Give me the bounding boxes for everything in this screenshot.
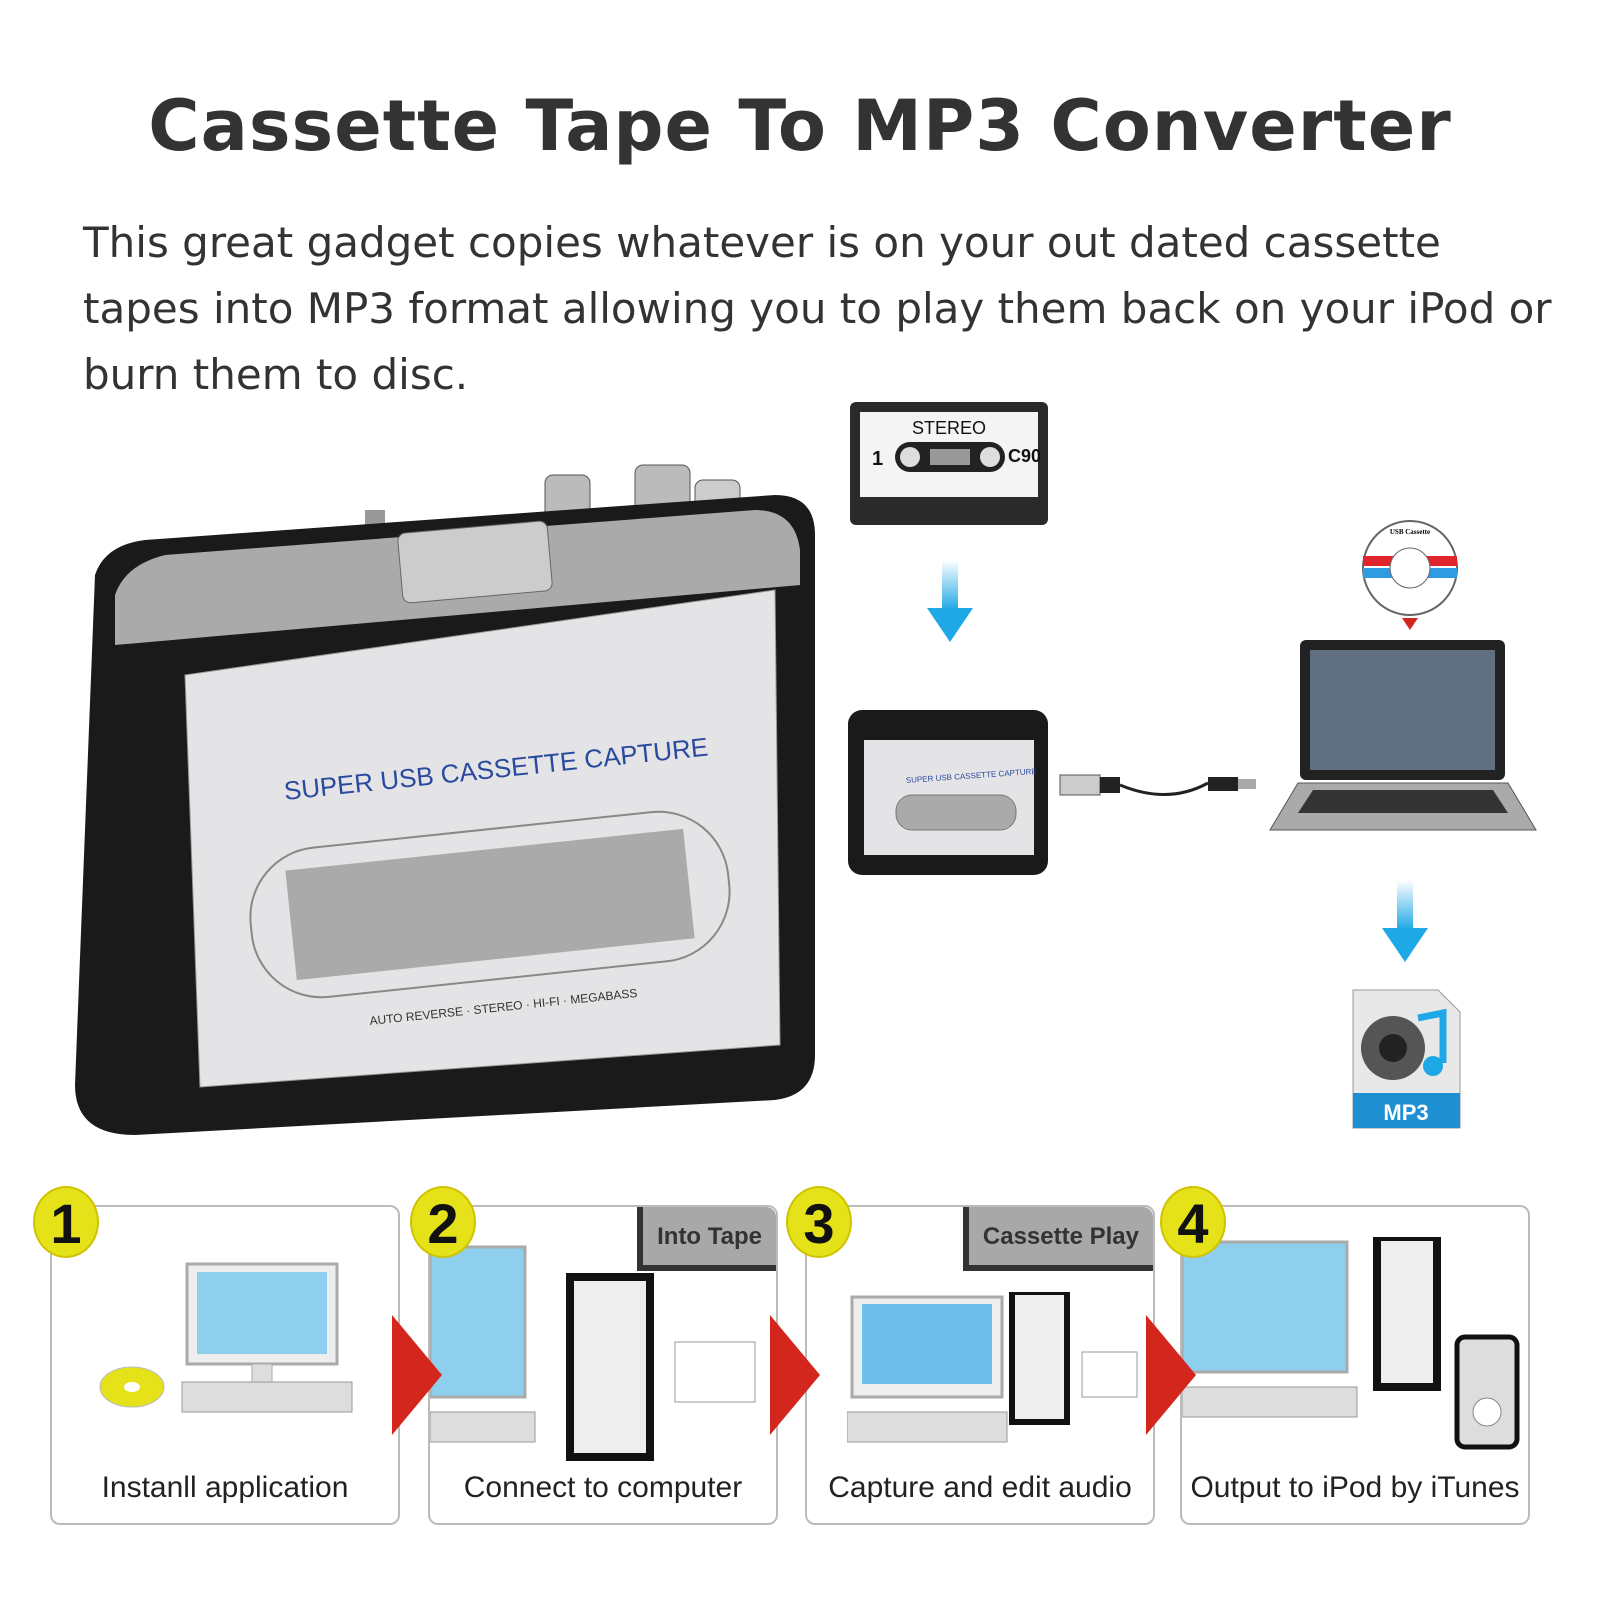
step-tag: Cassette Play	[962, 1207, 1153, 1271]
computer-with-cd-icon	[99, 1262, 353, 1413]
step-3-panel: Cassette Play Capture and edit audio	[805, 1205, 1155, 1525]
step-1-panel: Instanll application	[50, 1205, 400, 1525]
cassette-type: C90	[1008, 446, 1041, 466]
step-number-badge: 4	[1160, 1186, 1226, 1258]
step-label: Capture and edit audio	[828, 1471, 1132, 1504]
down-arrow-icon	[927, 560, 973, 642]
mp3-file-icon: MP3	[1352, 989, 1461, 1129]
small-cassette-player-image: SUPER USB CASSETTE CAPTURE	[848, 710, 1048, 875]
next-arrow-icon	[392, 1315, 442, 1435]
step-number-badge: 2	[410, 1186, 476, 1258]
step-label: Output to iPod by iTunes	[1190, 1471, 1520, 1504]
step-number-badge: 1	[33, 1186, 99, 1258]
page-title: Cassette Tape To MP3 Converter	[148, 85, 1452, 167]
mp3-label: MP3	[1383, 1100, 1428, 1125]
cassette-tape-image: STEREO 1 C90	[850, 402, 1048, 525]
step-label: Instanll application	[101, 1471, 349, 1504]
next-arrow-icon	[1146, 1315, 1196, 1435]
next-arrow-icon	[770, 1315, 820, 1435]
computer-and-ipod-icon	[1182, 1237, 1520, 1450]
description: This great gadget copies whatever is on …	[83, 218, 1552, 399]
computer-and-player-icon	[430, 1245, 756, 1461]
computer-and-player-icon	[847, 1292, 1138, 1443]
step-tag: Into Tape	[637, 1207, 776, 1271]
cassette-label: STEREO	[912, 418, 986, 438]
cassette-player-image: SUPER USB CASSETTE CAPTURE AUTO REVERSE …	[75, 464, 815, 1135]
down-arrow-icon	[1382, 880, 1428, 962]
cd-label: USB Cassette	[1390, 528, 1430, 536]
step-4-panel: Output to iPod by iTunes	[1180, 1205, 1530, 1525]
step-2-panel: Into Tape Connect to computer	[428, 1205, 778, 1525]
cd-icon: USB Cassette	[1362, 520, 1458, 630]
step-label: Connect to computer	[463, 1471, 743, 1504]
step-number-badge: 3	[786, 1186, 852, 1258]
usb-cable-image	[1059, 774, 1256, 796]
cassette-side: 1	[872, 448, 883, 470]
laptop-image	[1269, 640, 1537, 831]
